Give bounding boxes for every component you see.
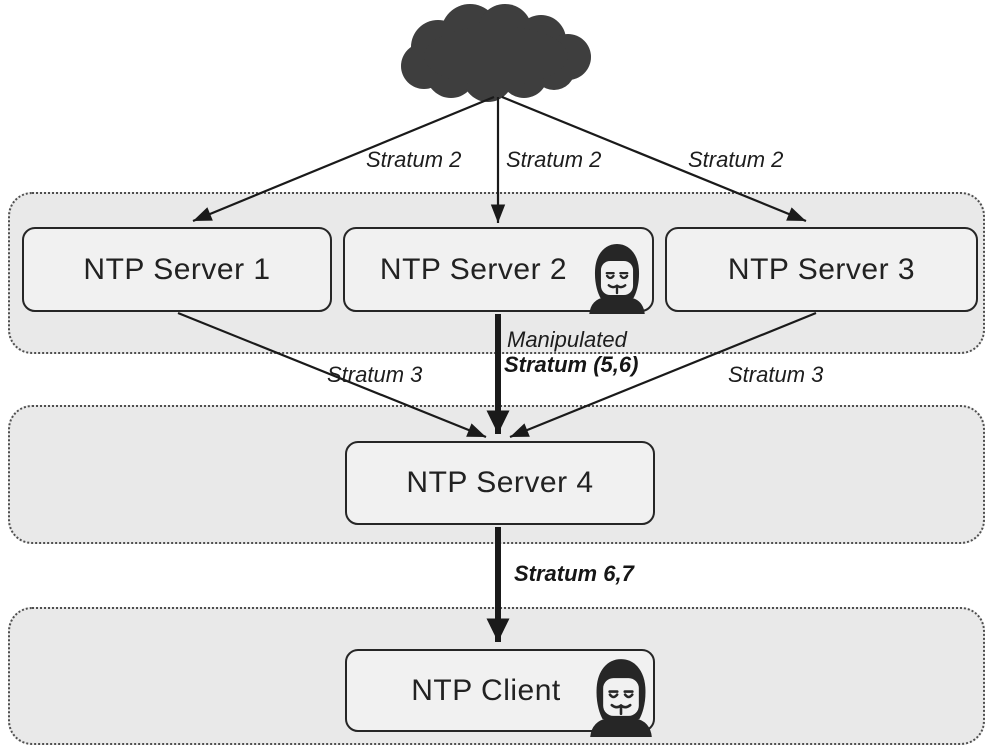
edge-label-stratum3-right: Stratum 3: [728, 362, 824, 387]
edge-cloud-to-server3: [501, 95, 807, 223]
edge-label-manipulated: Manipulated: [507, 327, 627, 352]
node-label: NTP Client: [411, 673, 561, 707]
edge-label-stratum3-left: Stratum 3: [327, 362, 423, 387]
edge-server1-to-server4: [177, 311, 487, 439]
node-label: NTP Server 4: [406, 466, 594, 499]
node-ntp-server-4: NTP Server 4: [345, 441, 655, 525]
cloud-icon: [401, 4, 591, 102]
node-ntp-server-1: NTP Server 1: [22, 227, 332, 312]
edge-server3-to-server4: [509, 311, 817, 439]
node-label: NTP Server 1: [83, 252, 271, 286]
node-ntp-server-3: NTP Server 3: [665, 227, 978, 312]
edge-label-stratum2-left: Stratum 2: [366, 147, 462, 172]
edge-label-stratum2-middle: Stratum 2: [506, 147, 602, 172]
hacker-icon: [590, 659, 652, 737]
edge-cloud-to-server1: [192, 95, 495, 223]
edge-label-stratum-6-7: Stratum 6,7: [514, 561, 634, 586]
hacker-icon: [589, 243, 645, 314]
node-label: NTP Server 2: [379, 252, 568, 286]
node-label: NTP Server 3: [727, 252, 916, 286]
edge-label-stratum-5-6: Stratum (5,6): [504, 352, 639, 377]
edge-label-stratum2-right: Stratum 2: [688, 147, 784, 172]
